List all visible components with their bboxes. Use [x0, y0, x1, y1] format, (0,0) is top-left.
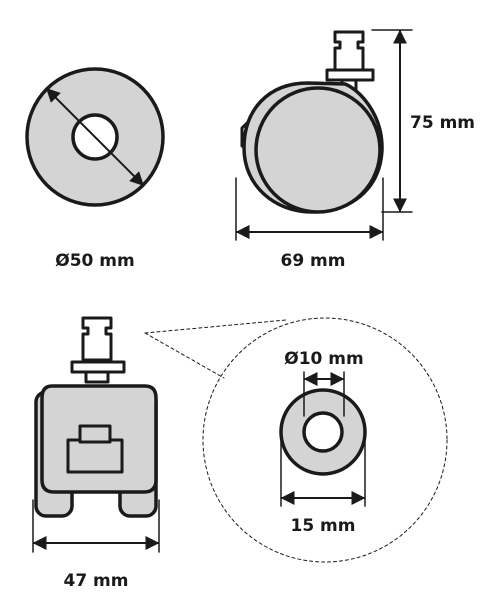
front-view	[32, 316, 160, 553]
front-axle-block	[66, 438, 124, 474]
front-neck	[84, 370, 110, 384]
callout-circle	[202, 317, 448, 563]
side-wheel	[254, 86, 382, 214]
diameter-arrow	[46, 88, 144, 186]
side-width-label: 69 mm	[280, 251, 345, 271]
front-stem	[81, 316, 113, 362]
wheel-face-view	[25, 67, 165, 207]
wheel-diameter-label: Ø50 mm	[55, 251, 134, 271]
detail-inner-hole	[302, 411, 344, 453]
side-stem	[333, 30, 365, 72]
stem-detail-callout	[144, 317, 448, 563]
callout-leader	[144, 319, 287, 334]
side-plate	[325, 68, 375, 82]
front-width-label: 47 mm	[63, 571, 128, 591]
side-lip	[240, 120, 250, 148]
detail-outer-diameter-label: 15 mm	[290, 516, 355, 536]
front-axle-top	[78, 424, 112, 444]
detail-inner-diameter-label: Ø10 mm	[284, 349, 363, 369]
total-height-label: 75 mm	[410, 113, 475, 133]
callout-leader-lower	[144, 332, 225, 379]
side-view	[235, 29, 413, 241]
